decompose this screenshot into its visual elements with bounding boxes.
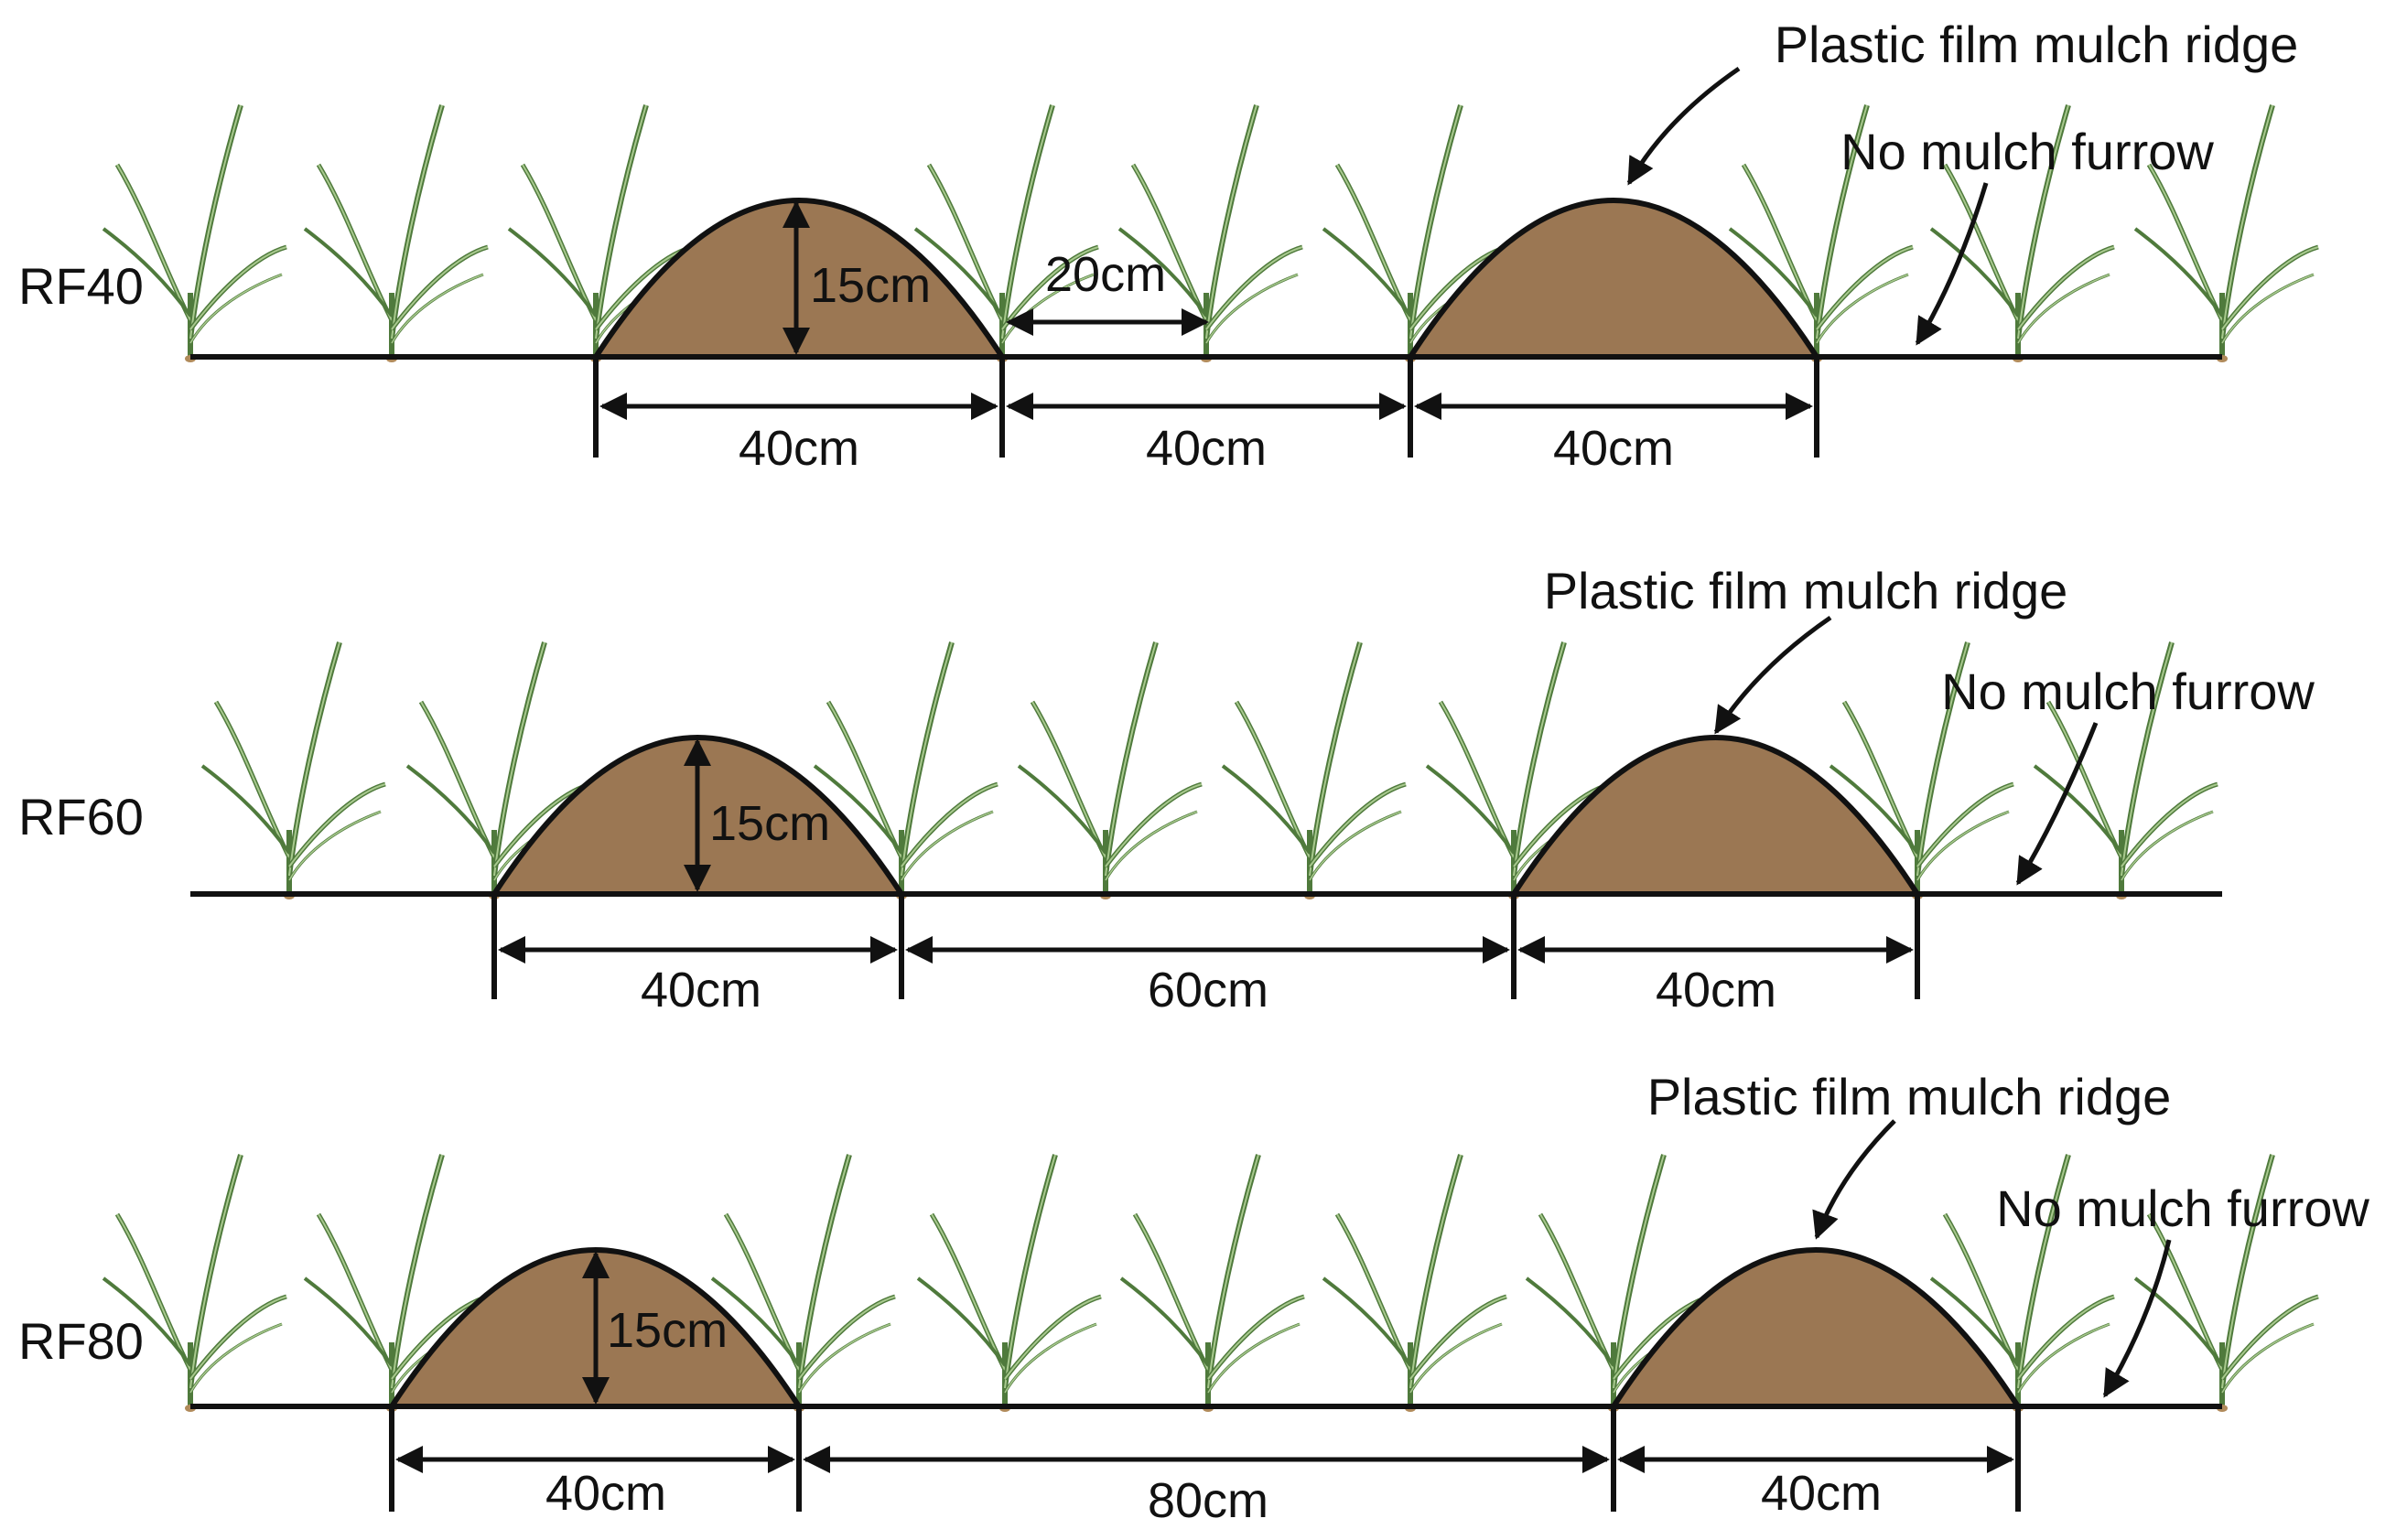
panel-rf80: RF80 15cm 40cm 80cm 40cm Plastic film mu… (18, 1068, 2369, 1528)
plant-icon (1323, 1155, 1506, 1412)
panel-rf40: RF40 15cm 20cm 40cm 40cm 40cm Plas (18, 16, 2318, 476)
furrow-callout-arrow (1915, 182, 1989, 346)
furrow-width-label: 60cm (1148, 963, 1268, 1018)
ridge-callout-arrow (1713, 615, 1832, 735)
furrow-callout-arrow (2015, 722, 2099, 886)
plant-icon (103, 105, 286, 362)
mulch-ridge (1405, 198, 1822, 360)
panel-rf60: RF60 15cm 40cm 60cm 40cm Plastic film mu… (18, 562, 2315, 1018)
panel-label-rf60: RF60 (18, 788, 144, 845)
plant-icon (103, 1155, 286, 1412)
furrow-width-label: 40cm (1146, 421, 1267, 476)
ridge2-width-label: 40cm (1656, 963, 1776, 1018)
furrow-callout-arrow (2102, 1239, 2172, 1398)
height-label: 15cm (810, 258, 931, 313)
ridge2-width-label: 40cm (1761, 1466, 1882, 1521)
ridge-width-label: 40cm (739, 421, 859, 476)
ridge-callout: Plastic film mulch ridge (1775, 16, 2299, 73)
mulch-ridge (1608, 1247, 2024, 1409)
plant-icon (918, 1155, 1101, 1412)
plant-icon (1121, 1155, 1304, 1412)
ridge2-width-label: 40cm (1553, 421, 1674, 476)
ridge-callout-arrow (1812, 1119, 1896, 1240)
furrow-callout: No mulch furrow (1840, 123, 2214, 180)
mulch-ridge (1508, 735, 1923, 897)
furrow-callout: No mulch furrow (1941, 662, 2315, 720)
plant-icon (305, 105, 488, 362)
height-label: 15cm (607, 1303, 728, 1358)
ridge-width-label: 40cm (641, 963, 761, 1018)
plant-icon (202, 642, 385, 899)
height-label: 15cm (709, 796, 830, 851)
panel-label-rf40: RF40 (18, 257, 144, 315)
furrow-width-label: 80cm (1148, 1473, 1268, 1528)
panel-label-rf80: RF80 (18, 1312, 144, 1370)
ridge-callout: Plastic film mulch ridge (1544, 562, 2068, 619)
plant-icon (1223, 642, 1406, 899)
plants-rf60 (202, 642, 2218, 899)
plant-icon (1019, 642, 1202, 899)
ridge-callout-arrow (1626, 66, 1741, 186)
ridge-width-label: 40cm (545, 1466, 666, 1521)
ridge-callout: Plastic film mulch ridge (1647, 1068, 2172, 1125)
furrow-callout: No mulch furrow (1996, 1179, 2369, 1237)
plant-spacing-label: 20cm (1045, 247, 1166, 302)
mulch-ridge (590, 198, 1008, 360)
